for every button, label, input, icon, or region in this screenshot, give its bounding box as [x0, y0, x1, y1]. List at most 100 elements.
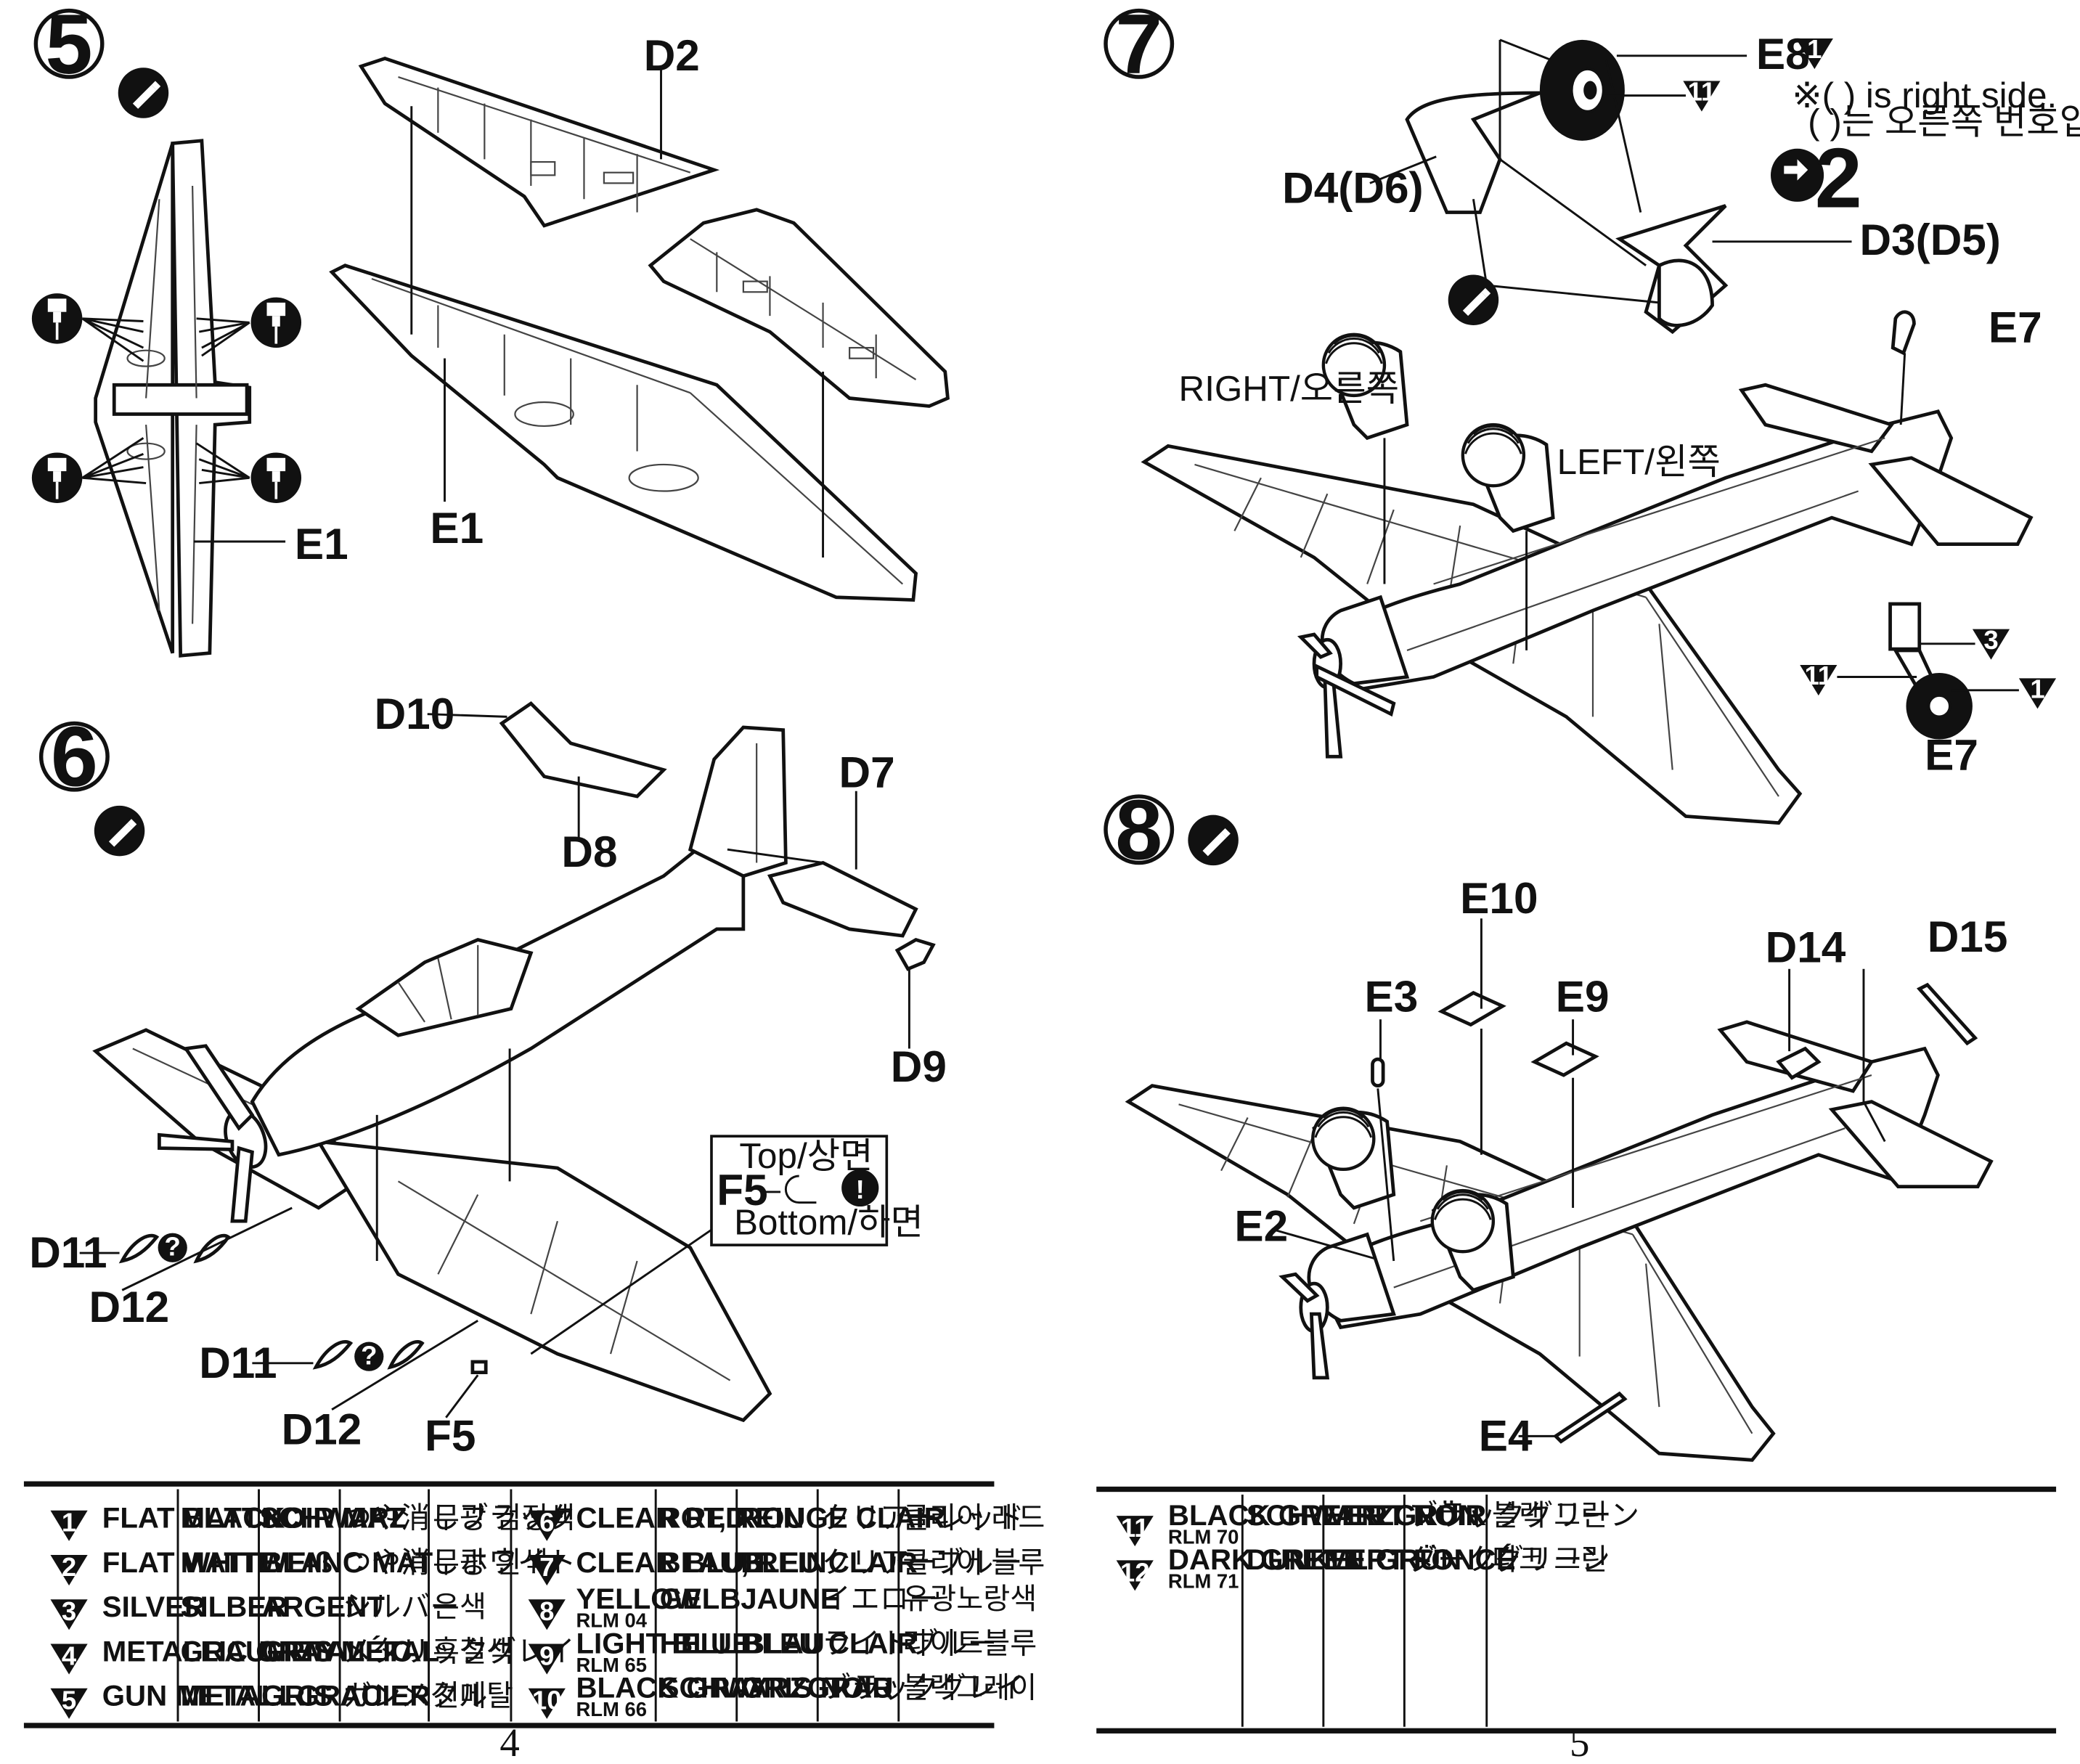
wing-lower-outer [648, 208, 950, 408]
f5-orientation-callout: Top/상면 F5 Bottom/하면 ! [710, 1135, 923, 1246]
paint-name-de: BLAU, REIN [660, 1546, 827, 1579]
paint-name-jp: クリアーブルー [822, 1546, 1023, 1579]
paint-name-de: METALLGRAU [181, 1680, 383, 1712]
paint-name-en: LIGHT BLUE [576, 1627, 751, 1659]
drill-icon [250, 452, 302, 503]
paint-mark-number: 3 [1983, 625, 1998, 655]
paint-number: 2 [62, 1552, 76, 1582]
paint-name-kr: 무광 흰색 [433, 1546, 548, 1579]
wing-lower-half [329, 264, 918, 602]
paint-rlm-code: RLM 71 [1168, 1570, 1239, 1593]
paint-name-kr: 다크 그린 [1492, 1543, 1607, 1576]
part-label-d4: D4(D6) [1282, 163, 1423, 213]
paint-name-de: SCHWARZGRÜN [1247, 1499, 1480, 1532]
paint-name-de: GELB [660, 1583, 741, 1615]
gear-fairing-left [1463, 425, 1555, 534]
part-label-d11: D11 [29, 1228, 107, 1277]
step-number: 5 [46, 0, 93, 91]
paint-name-fr: VERT FONCÉ [1327, 1543, 1515, 1576]
paint-number: 11 [1121, 1513, 1149, 1543]
part-label-e7: E7 [1925, 730, 1978, 779]
part-label-d15: D15 [1928, 912, 2008, 961]
paint-name-kr: 클리어 레드 [902, 1502, 1045, 1535]
paint-table-right [1096, 1486, 2057, 1734]
part-label-e3: E3 [1365, 971, 1419, 1021]
question-icon [354, 1342, 384, 1371]
svg-text:?: ? [361, 1341, 377, 1371]
page-number-right: 5 [1570, 1720, 1589, 1764]
step-number: 8 [1115, 782, 1162, 877]
part-d12-shape [387, 1340, 425, 1370]
paint-name-de: MATTWEIß [181, 1546, 333, 1579]
step-number-badge [38, 721, 110, 792]
page-number-left: 4 [499, 1720, 519, 1764]
paint-name-en: CLEAR BLUE [576, 1546, 764, 1579]
paint-name-kr: 라이트블루 [902, 1627, 1037, 1659]
paint-number: 10 [532, 1686, 562, 1715]
step-number: 7 [1115, 0, 1162, 91]
part-d12-shape [193, 1233, 231, 1264]
paint-name-fr: GRIS NOIR [741, 1672, 893, 1704]
part-label-e8: E8 [1756, 29, 1810, 78]
elevator-parts [499, 701, 936, 971]
paint-name-en: BLACK GREEN [1168, 1499, 1382, 1532]
step-5: 5 E1 [31, 0, 950, 658]
part-label-d9: D9 [891, 1042, 947, 1091]
paint-name-en: METALLIC GRAY [102, 1635, 338, 1667]
paint-name-en: BLACK GRAY [576, 1672, 768, 1704]
callout-bottom-label: Bottom/하면 [734, 1202, 923, 1242]
part-label-f5: F5 [425, 1410, 476, 1460]
paint-number: 5 [62, 1686, 76, 1715]
part-label-d10: D10 [375, 689, 455, 738]
part-label-e9: E9 [1556, 971, 1610, 1021]
caution-icon [841, 1169, 879, 1207]
paint-name-jp: ダークグリーン [1408, 1543, 1610, 1576]
repeat-count: 2 [1815, 131, 1862, 226]
paint-mark-number: 11 [1688, 77, 1716, 107]
paint-name-jp: ブラックグレイ [822, 1672, 1025, 1704]
paint-number: 12 [1120, 1557, 1150, 1587]
part-label-d12: D12 [89, 1282, 169, 1331]
paint-name-jp: ガンメタル [343, 1680, 488, 1712]
paint-name-jp: クリアーレッド [822, 1502, 1024, 1535]
step-6: 6 D10 D8 [29, 689, 947, 1461]
gear-fairing-right [1324, 335, 1409, 441]
paint-name-en: SILVER [102, 1591, 205, 1623]
paint-name-de: MATTSCHWARZ [181, 1502, 407, 1535]
paint-number: 1 [62, 1508, 76, 1538]
paint-rlm-code: RLM 65 [576, 1654, 646, 1676]
paint-name-fr: ARGENT [261, 1591, 385, 1623]
step-7: 7 E8 1 11 ※( ) is right side. ( )는 오른쪽 번… [1104, 0, 2080, 825]
glue-icon [1448, 274, 1499, 325]
part-label-d7: D7 [839, 747, 895, 796]
part-d11-shape [312, 1340, 354, 1370]
paint-name-de: DUNKEL GRÜN [1247, 1543, 1461, 1576]
paint-name-fr: ROUGE CLAIR [741, 1502, 945, 1535]
step-number-badge [33, 8, 105, 79]
part-label-d8: D8 [561, 827, 617, 876]
paint-name-de: ROT, REIN [660, 1502, 804, 1535]
paint-name-kr: 클리어 블루 [902, 1546, 1045, 1579]
paint-name-kr: 블랙그레이 [902, 1672, 1037, 1704]
paint-name-fr: JAUNE [741, 1583, 839, 1615]
paint-name-kr: 유광노랑색 [902, 1583, 1037, 1615]
paint-number: 7 [539, 1552, 554, 1582]
paint-name-fr: BLEU CLAIR [741, 1627, 918, 1659]
paint-mark-number: 11 [1804, 661, 1832, 690]
step-number-badge [1104, 8, 1175, 79]
part-label-d2: D2 [644, 30, 700, 80]
paint-rlm-code: RLM 70 [1168, 1525, 1239, 1548]
step-8: 8 E10 E3 [1104, 782, 2008, 1462]
paint-name-jp: ブラックグリーン [1408, 1499, 1639, 1532]
glue-icon [1188, 814, 1239, 866]
